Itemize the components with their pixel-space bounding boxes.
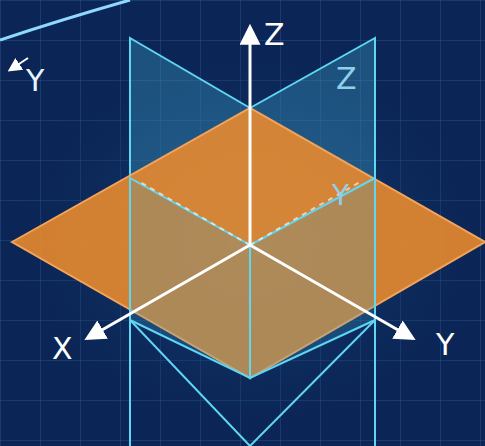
arc	[0, 0, 130, 40]
hidden-axis	[250, 182, 360, 245]
hidden-axis	[140, 182, 250, 245]
x-axis	[88, 245, 250, 338]
plane-edge	[250, 320, 375, 446]
axis-label: X	[52, 334, 73, 364]
axis-label: Y	[436, 330, 454, 360]
plane-edge	[130, 320, 250, 446]
plane-edge	[374, 178, 376, 446]
axis-label: Y	[26, 66, 44, 96]
axis-label: Z	[264, 20, 285, 50]
plane	[250, 178, 375, 378]
z-axis	[249, 28, 252, 245]
axis-label: Y	[332, 182, 349, 210]
axis-label: Z	[336, 64, 357, 94]
glow	[10, 40, 485, 440]
y-axis	[250, 245, 412, 338]
axis-arrow	[10, 58, 28, 70]
